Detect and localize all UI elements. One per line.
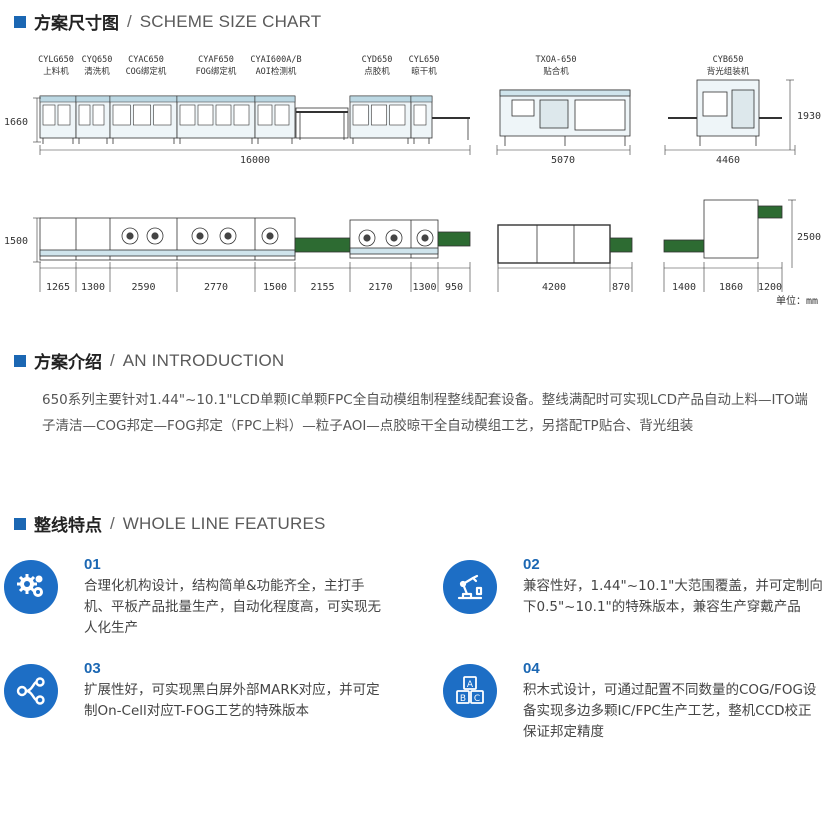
segment-length-label: 1860: [719, 282, 743, 293]
unit-label: 单位：mm: [776, 294, 818, 307]
intro-section-header: 方案介绍 / AN INTRODUCTION: [14, 348, 284, 373]
machine-code-label: CYAC650: [128, 55, 164, 65]
title-slash: /: [127, 11, 132, 31]
scheme-section-header: 方案尺寸图 / SCHEME SIZE CHART: [14, 9, 321, 34]
top-view-line: [39, 217, 471, 261]
backlight-top-view: [663, 199, 783, 259]
intro-title-en: AN INTRODUCTION: [122, 350, 285, 370]
gears-icon: [4, 560, 58, 614]
segment-length-label: 1300: [412, 282, 436, 293]
machine-name-label: 上料机: [43, 66, 69, 77]
machine-code-label: CYB650: [713, 55, 744, 65]
machine-name-label: 背光组装机: [707, 66, 750, 77]
dim-h-right-bottom: 2500: [797, 232, 821, 243]
feature-number: 02: [523, 556, 540, 573]
segment-length-label: 2155: [310, 282, 334, 293]
fan-hub: [390, 234, 398, 242]
machine-code-label: CYQ650: [82, 55, 113, 65]
segment-length-label: 1265: [46, 282, 70, 293]
features-section-header: 整线特点 / WHOLE LINE FEATURES: [14, 511, 326, 536]
front-view-line: [39, 95, 470, 144]
fan-hub: [196, 232, 204, 240]
fan-hub: [363, 234, 371, 242]
segment-length-label: 2170: [368, 282, 392, 293]
fan-hub: [266, 232, 274, 240]
machine-name-label: AOI检测机: [256, 66, 297, 77]
machine-name-label: 点胶机: [364, 66, 390, 77]
laminator-top-view: [497, 224, 633, 264]
svg-text:C: C: [474, 694, 480, 704]
segment-length-label: 870: [612, 282, 630, 293]
intro-title-zh: 方案介绍: [34, 353, 102, 373]
feature-text: 兼容性好，1.44"~10.1"大范围覆盖，并可定制向下0.5"~10.1"的特…: [523, 578, 822, 615]
abc-blocks-icon: A B C: [443, 664, 497, 718]
feature-text: 合理化机构设计，结构简单&功能齐全，主打手机、平板产品批量生产，自动化程度高，可…: [84, 578, 381, 636]
machine-code-label: TXOA-650: [536, 55, 577, 65]
title-slash: /: [110, 350, 115, 370]
feature-text: 积木式设计，可通过配置不同数量的COG/FOG设备实现多边多颗IC/FPC生产工…: [523, 682, 817, 740]
dim-h-left: 1500: [4, 236, 28, 247]
machine-code-label: CYAF650: [198, 55, 234, 65]
segment-length-label: 1200: [758, 282, 782, 293]
scheme-title-en: SCHEME SIZE CHART: [139, 11, 322, 31]
dim-len-mid: 5070: [551, 155, 575, 166]
dim-h-right: 1930: [797, 111, 821, 122]
fan-hub: [224, 232, 232, 240]
title-slash: /: [110, 513, 115, 533]
features-title-en: WHOLE LINE FEATURES: [122, 513, 326, 533]
feature-number: 04: [523, 660, 540, 677]
branch-icon: [4, 664, 58, 718]
dim-len-main: 16000: [240, 155, 270, 166]
fan-hub: [126, 232, 134, 240]
feature-text: 扩展性好，可实现黑白屏外部MARK对应，并可定制On-Cell对应T-FOG工艺…: [84, 682, 380, 719]
robot-arm-icon: [443, 560, 497, 614]
section-marker: [14, 15, 26, 28]
machine-name-label: FOG绑定机: [196, 66, 237, 77]
backlight-front-view: [668, 79, 782, 146]
fan-hub: [151, 232, 159, 240]
svg-text:B: B: [460, 694, 466, 704]
section-marker: [14, 517, 26, 530]
dim-len-right: 4460: [716, 155, 740, 166]
feature-number: 01: [84, 556, 101, 573]
segment-ticks: [39, 262, 783, 292]
machine-name-label: COG绑定机: [126, 66, 167, 77]
segment-length-label: 4200: [542, 282, 566, 293]
segment-length-label: 1300: [81, 282, 105, 293]
feature-number: 03: [84, 660, 101, 677]
segment-length-label: 950: [445, 282, 463, 293]
machine-name-label: 清洗机: [84, 66, 110, 77]
fan-hub: [421, 234, 429, 242]
segment-length-label: 2770: [204, 282, 228, 293]
svg-text:A: A: [467, 680, 474, 690]
segment-length-label: 1400: [672, 282, 696, 293]
machine-code-label: CYLG650: [38, 55, 74, 65]
intro-paragraph: 650系列主要针对1.44"~10.1"LCD单颗IC单颗FPC全自动模组制程整…: [42, 392, 808, 434]
machine-name-label: 晾干机: [411, 66, 437, 77]
machine-code-label: CYAI600A/B: [250, 55, 301, 65]
features-title-zh: 整线特点: [34, 516, 102, 536]
top-dimension-lines: [33, 79, 796, 155]
segment-length-label: 2590: [131, 282, 155, 293]
segment-labels: 1265 1300 2590 2770 1500 2155 2170 1300 950 4200 8…: [46, 282, 782, 293]
section-marker: [14, 354, 26, 367]
dim-h1: 1660: [4, 117, 28, 128]
machine-code-label: CYL650: [409, 55, 440, 65]
laminator-front-view: [499, 89, 631, 146]
segment-length-label: 1500: [263, 282, 287, 293]
machine-code-label: CYD650: [362, 55, 393, 65]
scheme-title-zh: 方案尺寸图: [34, 14, 119, 34]
machine-name-label: 贴合机: [543, 66, 569, 77]
